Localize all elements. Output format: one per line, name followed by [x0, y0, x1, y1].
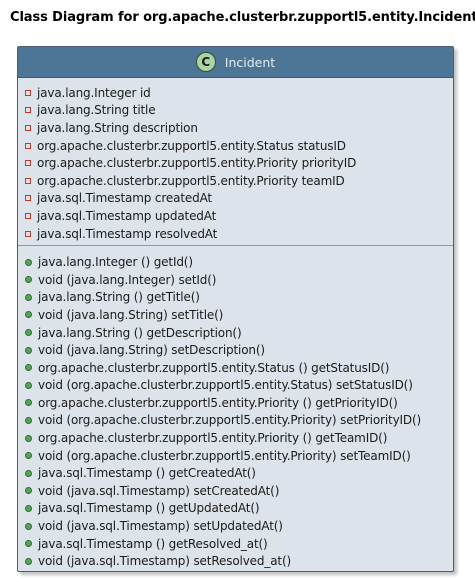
public-method-marker-icon	[25, 557, 32, 565]
method-row: void (org.apache.clusterbr.zupportl5.ent…	[25, 447, 453, 465]
method-row-text: void (java.lang.String) setDescription()	[38, 343, 265, 358]
method-row-text: org.apache.clusterbr.zupportl5.entity.Pr…	[38, 431, 388, 446]
public-method-marker-icon	[25, 540, 32, 548]
method-row: void (org.apache.clusterbr.zupportl5.ent…	[25, 412, 453, 430]
method-row: void (java.sql.Timestamp) setUpdatedAt()	[25, 517, 453, 535]
field-row-text: org.apache.clusterbr.zupportl5.entity.Pr…	[37, 156, 357, 171]
method-row-text: java.sql.Timestamp () getUpdatedAt()	[38, 501, 260, 516]
public-method-marker-icon	[25, 434, 32, 442]
public-method-marker-icon	[25, 452, 32, 460]
field-row-text: org.apache.clusterbr.zupportl5.entity.St…	[37, 138, 346, 153]
method-row: org.apache.clusterbr.zupportl5.entity.St…	[25, 359, 453, 377]
method-row: void (java.lang.String) setTitle()	[25, 306, 453, 324]
method-row-text: java.lang.String () getDescription()	[38, 325, 242, 340]
method-row-text: org.apache.clusterbr.zupportl5.entity.Pr…	[38, 395, 398, 410]
method-row-text: java.lang.String () getTitle()	[38, 290, 200, 305]
field-row: org.apache.clusterbr.zupportl5.entity.Pr…	[25, 154, 453, 172]
method-row-text: void (org.apache.clusterbr.zupportl5.ent…	[38, 413, 422, 428]
method-row: org.apache.clusterbr.zupportl5.entity.Pr…	[25, 429, 453, 447]
method-row-text: void (java.sql.Timestamp) setUpdatedAt()	[38, 519, 283, 534]
field-row: java.lang.String description	[25, 119, 453, 137]
public-method-marker-icon	[25, 487, 32, 495]
class-header: C Incident	[18, 47, 453, 78]
method-row-text: void (java.sql.Timestamp) setResolved_at…	[38, 554, 292, 569]
public-method-marker-icon	[25, 258, 32, 266]
field-row: java.lang.Integer id	[25, 84, 453, 102]
method-row: java.sql.Timestamp () getUpdatedAt()	[25, 500, 453, 518]
class-name: Incident	[224, 54, 276, 70]
field-row: java.lang.String title	[25, 102, 453, 120]
field-row: java.sql.Timestamp updatedAt	[25, 207, 453, 225]
private-field-marker-icon	[25, 212, 31, 219]
method-row-text: java.sql.Timestamp () getCreatedAt()	[38, 466, 256, 481]
method-row: java.sql.Timestamp () getResolved_at()	[25, 535, 453, 553]
method-row-text: java.lang.Integer () getId()	[38, 255, 193, 270]
method-row: java.lang.String () getTitle()	[25, 289, 453, 307]
public-method-marker-icon	[25, 329, 32, 337]
public-method-marker-icon	[25, 293, 32, 301]
field-row-text: java.lang.String title	[37, 103, 156, 118]
method-row: void (java.lang.Integer) setId()	[25, 271, 453, 289]
private-field-marker-icon	[25, 107, 31, 114]
private-field-marker-icon	[25, 177, 31, 184]
method-row-text: void (org.apache.clusterbr.zupportl5.ent…	[38, 378, 413, 393]
method-row: java.lang.Integer () getId()	[25, 253, 453, 271]
public-method-marker-icon	[25, 346, 32, 354]
method-row: void (java.sql.Timestamp) setResolved_at…	[25, 552, 453, 570]
public-method-marker-icon	[25, 504, 32, 512]
private-field-marker-icon	[25, 195, 31, 202]
public-method-marker-icon	[25, 416, 32, 424]
field-row: org.apache.clusterbr.zupportl5.entity.St…	[25, 137, 453, 155]
method-row: void (java.sql.Timestamp) setCreatedAt()	[25, 482, 453, 500]
method-row: java.lang.String () getDescription()	[25, 324, 453, 342]
private-field-marker-icon	[25, 89, 31, 96]
methods-section: java.lang.Integer () getId() void (java.l…	[18, 246, 453, 570]
field-row-text: java.lang.Integer id	[37, 85, 151, 100]
public-method-marker-icon	[25, 311, 32, 319]
public-method-marker-icon	[25, 276, 32, 284]
public-method-marker-icon	[25, 469, 32, 477]
public-method-marker-icon	[25, 399, 32, 407]
page-title: Class Diagram for org.apache.clusterbr.z…	[10, 10, 475, 25]
field-row-text: java.sql.Timestamp updatedAt	[37, 208, 217, 223]
method-row: void (org.apache.clusterbr.zupportl5.ent…	[25, 377, 453, 395]
field-row: java.sql.Timestamp resolvedAt	[25, 225, 453, 243]
method-row-text: void (java.sql.Timestamp) setCreatedAt()	[38, 483, 280, 498]
public-method-marker-icon	[25, 381, 32, 389]
method-row-text: void (org.apache.clusterbr.zupportl5.ent…	[38, 448, 411, 463]
private-field-marker-icon	[25, 142, 31, 149]
method-row: org.apache.clusterbr.zupportl5.entity.Pr…	[25, 394, 453, 412]
field-row-text: java.sql.Timestamp createdAt	[37, 191, 212, 206]
field-row-text: org.apache.clusterbr.zupportl5.entity.Pr…	[37, 173, 345, 188]
field-row: org.apache.clusterbr.zupportl5.entity.Pr…	[25, 172, 453, 190]
public-method-marker-icon	[25, 364, 32, 372]
private-field-marker-icon	[25, 124, 31, 131]
field-row-text: java.lang.String description	[37, 120, 198, 135]
method-row-text: org.apache.clusterbr.zupportl5.entity.St…	[38, 360, 390, 375]
method-row: java.sql.Timestamp () getCreatedAt()	[25, 464, 453, 482]
field-row-text: java.sql.Timestamp resolvedAt	[37, 226, 218, 241]
private-field-marker-icon	[25, 160, 31, 167]
fields-section: java.lang.Integer id java.lang.String tit…	[18, 78, 453, 247]
method-row-text: void (java.lang.Integer) setId()	[38, 272, 217, 287]
method-row: void (java.lang.String) setDescription()	[25, 341, 453, 359]
field-row: java.sql.Timestamp createdAt	[25, 190, 453, 208]
class-stereotype-icon: C	[195, 52, 216, 72]
public-method-marker-icon	[25, 522, 32, 530]
method-row-text: void (java.lang.String) setTitle()	[38, 307, 224, 322]
private-field-marker-icon	[25, 230, 31, 237]
method-row-text: java.sql.Timestamp () getResolved_at()	[38, 536, 268, 551]
